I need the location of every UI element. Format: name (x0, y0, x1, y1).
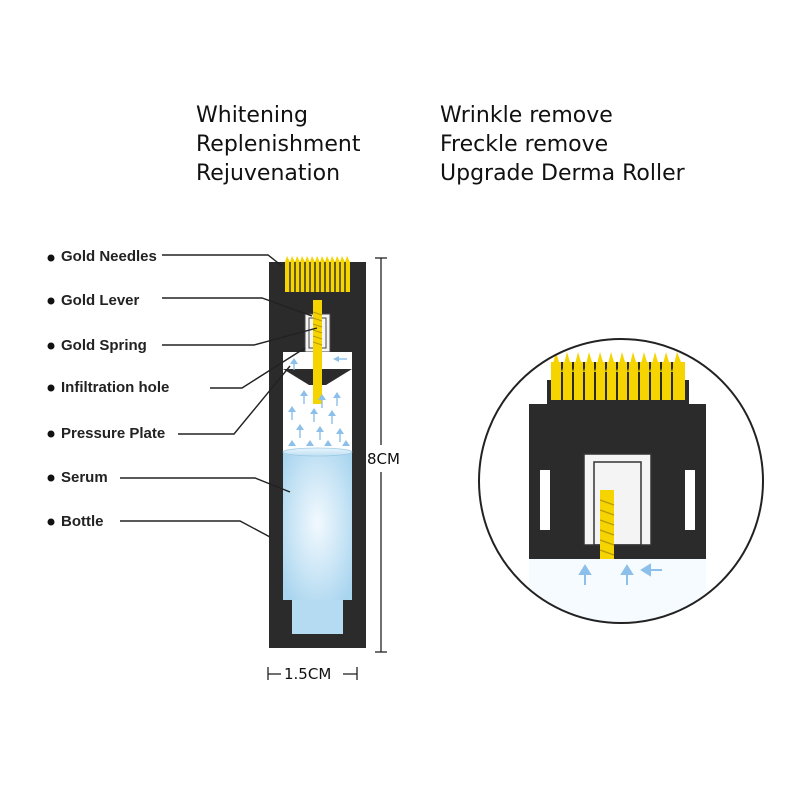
height-label: 8CM (367, 450, 400, 468)
device-cross-section (269, 256, 366, 648)
gold-lever (313, 300, 322, 404)
label-text: Serum (61, 469, 108, 486)
label-gold-spring: Gold Spring (47, 337, 147, 354)
label-gold-lever: Gold Lever (47, 292, 140, 309)
feature-item: Upgrade Derma Roller (440, 161, 685, 186)
leader-lines (120, 254, 318, 538)
label-text: Gold Needles (61, 248, 157, 265)
width-label: 1.5CM (284, 665, 331, 683)
gold-spring (312, 311, 323, 346)
label-bottle: Bottle (47, 513, 104, 530)
label-text: Pressure Plate (61, 425, 165, 442)
feature-list-left: Whitening Replenishment Rejuvenation (196, 101, 360, 188)
bottle-base (269, 634, 366, 648)
feature-item: Replenishment (196, 132, 361, 157)
feature-list-right: Wrinkle remove Freckle remove Upgrade De… (440, 101, 685, 188)
serum (283, 452, 352, 600)
zoom-circle-border (478, 338, 764, 624)
width-dimension: 1.5CM (267, 665, 358, 683)
label-text: Bottle (61, 513, 104, 530)
feature-item: Wrinkle remove (440, 103, 613, 128)
feature-item: Freckle remove (440, 132, 609, 157)
label-gold-needles: Gold Needles (47, 248, 157, 265)
feature-item: Rejuvenation (196, 161, 341, 186)
part-labels: Gold Needles Gold Lever Gold Spring Infi… (47, 248, 169, 530)
label-text: Gold Spring (61, 337, 147, 354)
label-text: Gold Lever (61, 292, 140, 309)
label-serum: Serum (47, 469, 108, 486)
label-infiltration-hole: Infiltration hole (47, 379, 169, 396)
label-text: Infiltration hole (61, 379, 169, 396)
feature-item: Whitening (196, 103, 308, 128)
zoom-detail (478, 338, 764, 624)
bottle-right-wall (352, 262, 366, 648)
label-pressure-plate: Pressure Plate (47, 425, 165, 442)
height-dimension: 8CM (367, 257, 400, 653)
infiltration-arrows (288, 356, 350, 446)
gold-needles (279, 256, 356, 296)
bottle-left-wall (269, 262, 283, 648)
